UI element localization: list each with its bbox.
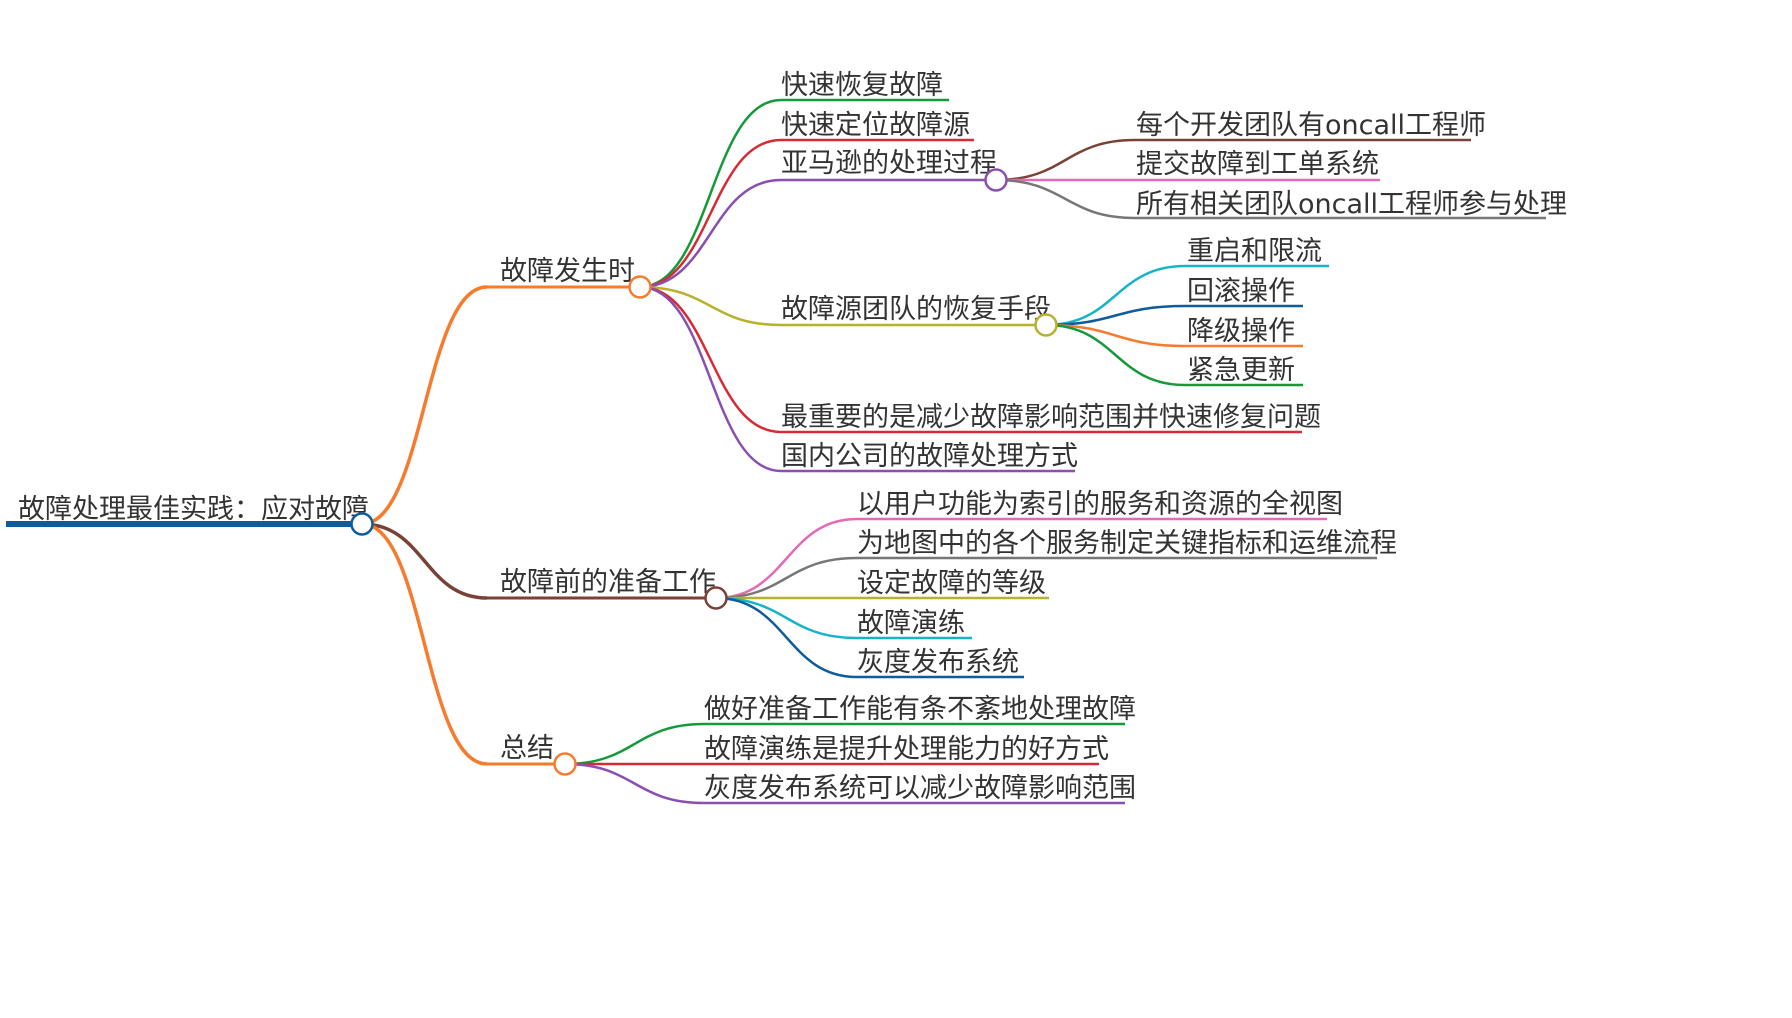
edge-root-to-branch	[361, 285, 488, 526]
topic-label[interactable]: 故障源团队的恢复手段	[781, 294, 1051, 325]
edge-branch-to-topic	[639, 285, 782, 473]
edge-branch-to-topic	[639, 285, 782, 434]
expand-toggle[interactable]	[984, 168, 1008, 192]
edge-branch-to-topic	[715, 556, 858, 600]
edge-topic-to-subtopic	[1045, 264, 1186, 327]
subtopic-label[interactable]: 重启和限流	[1187, 236, 1322, 267]
subtopic-label[interactable]: 紧急更新	[1187, 355, 1295, 386]
edge-topic-to-subtopic	[1045, 323, 1186, 348]
edge-topic-to-subtopic	[1045, 323, 1186, 387]
topic-label[interactable]: 以用户功能为索引的服务和资源的全视图	[857, 489, 1343, 520]
topic-label[interactable]: 灰度发布系统	[857, 647, 1019, 678]
edge-root-to-branch	[361, 522, 488, 766]
edge-branch-to-topic	[639, 285, 782, 327]
edge-topic-to-subtopic	[995, 138, 1136, 182]
expand-toggle[interactable]	[1034, 313, 1058, 337]
topic-label[interactable]: 灰度发布系统可以减少故障影响范围	[704, 773, 1136, 804]
subtopic-label[interactable]: 所有相关团队oncall工程师参与处理	[1136, 189, 1567, 220]
edge-branch-to-topic	[639, 138, 782, 289]
branch-label[interactable]: 故障发生时	[500, 256, 635, 287]
topic-label[interactable]: 做好准备工作能有条不紊地处理故障	[704, 694, 1136, 725]
root-expand-toggle[interactable]	[350, 512, 374, 536]
edge-branch-to-topic	[564, 722, 705, 766]
edges	[361, 98, 1186, 805]
subtopic-label[interactable]: 降级操作	[1187, 316, 1295, 347]
subtopic-label[interactable]: 回滚操作	[1187, 276, 1295, 307]
edge-root-to-branch	[361, 522, 488, 600]
edge-topic-to-subtopic	[1045, 304, 1186, 327]
topic-label[interactable]: 快速定位故障源	[781, 110, 970, 141]
topic-label[interactable]: 为地图中的各个服务制定关键指标和运维流程	[857, 528, 1397, 559]
edge-branch-to-topic	[639, 98, 782, 289]
edge-branch-to-topic	[639, 178, 782, 289]
topic-label[interactable]: 故障演练	[857, 608, 965, 639]
topic-label[interactable]: 最重要的是减少故障影响范围并快速修复问题	[781, 402, 1321, 433]
topic-label[interactable]: 设定故障的等级	[857, 568, 1046, 599]
edge-branch-to-topic	[564, 762, 705, 805]
subtopic-label[interactable]: 每个开发团队有oncall工程师	[1136, 110, 1486, 141]
topic-label[interactable]: 国内公司的故障处理方式	[781, 441, 1078, 472]
topic-label[interactable]: 亚马逊的处理过程	[781, 148, 997, 179]
root-node-label[interactable]: 故障处理最佳实践：应对故障	[18, 494, 369, 525]
topic-label[interactable]: 快速恢复故障	[781, 70, 943, 101]
underlines	[6, 98, 1546, 805]
expand-toggle[interactable]	[553, 752, 577, 776]
edge-branch-to-topic	[715, 596, 858, 640]
subtopic-label[interactable]: 提交故障到工单系统	[1136, 149, 1379, 180]
edge-branch-to-topic	[715, 517, 858, 600]
edge-branch-to-topic	[715, 596, 858, 679]
expand-toggle[interactable]	[628, 275, 652, 299]
edge-topic-to-subtopic	[995, 178, 1136, 220]
branch-label[interactable]: 故障前的准备工作	[500, 567, 716, 598]
expand-toggle[interactable]	[704, 586, 728, 610]
nodes	[350, 168, 1058, 776]
topic-label[interactable]: 故障演练是提升处理能力的好方式	[704, 734, 1109, 765]
branch-label[interactable]: 总结	[500, 733, 554, 764]
